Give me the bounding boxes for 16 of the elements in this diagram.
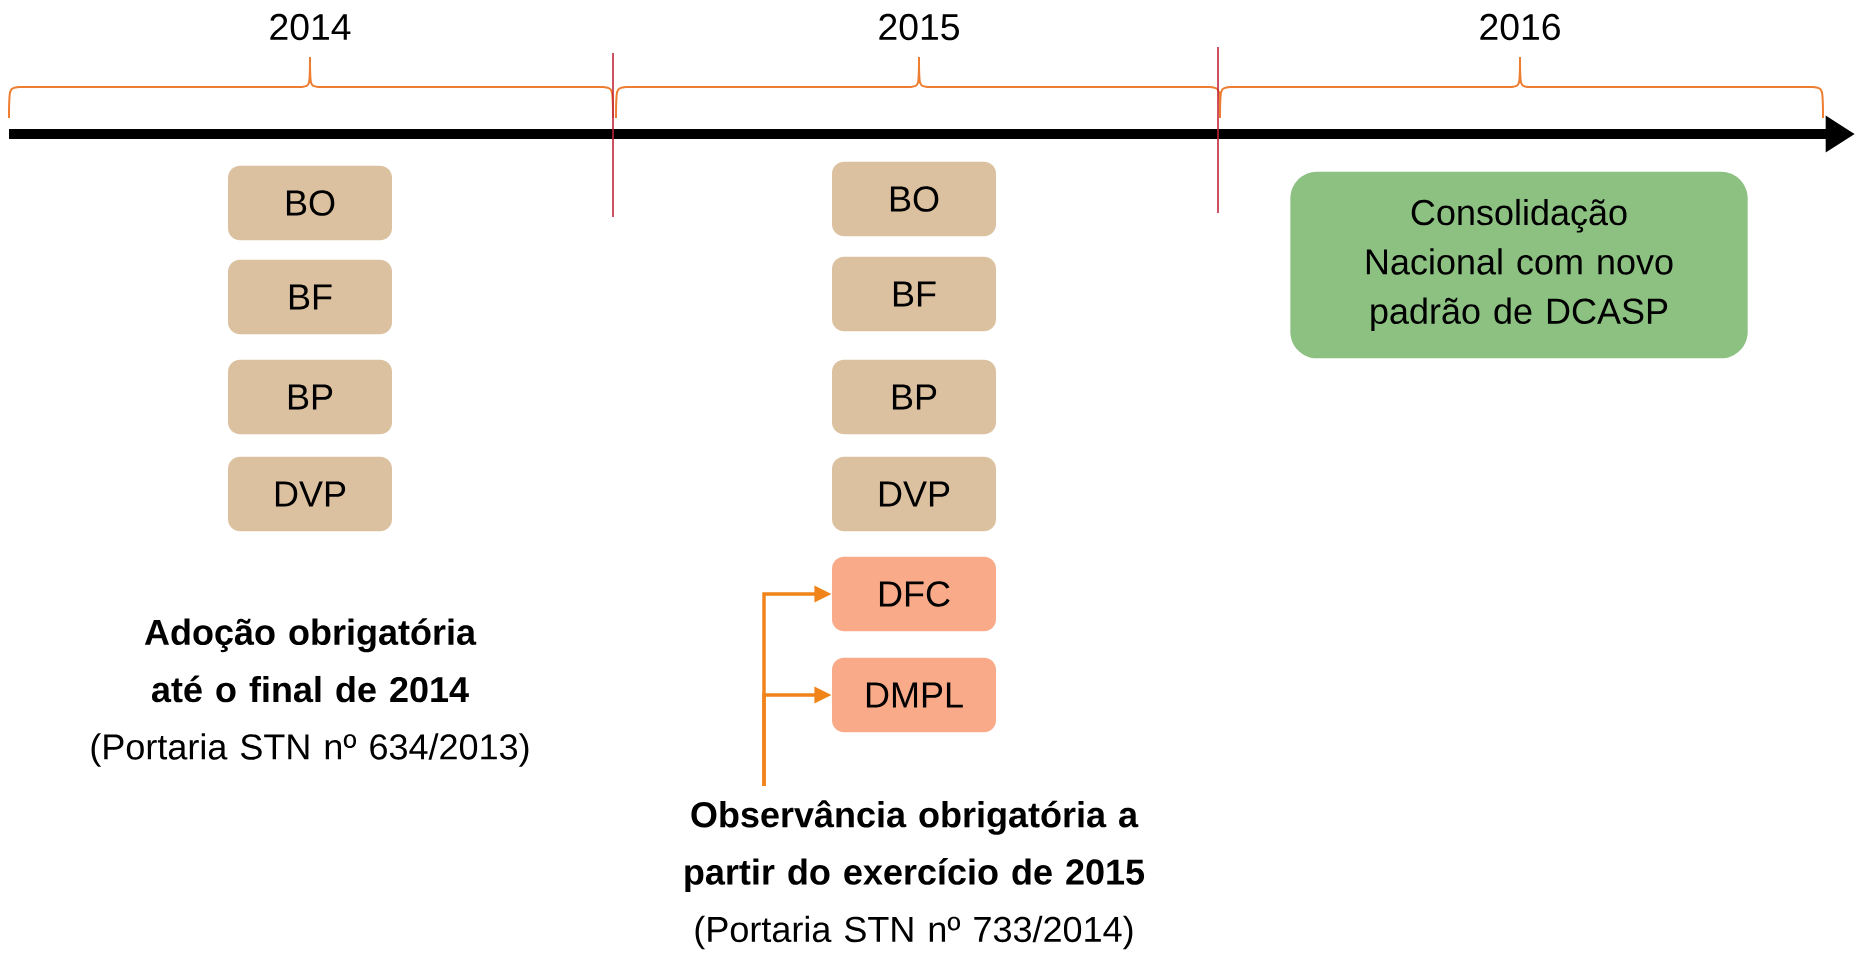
document-box: BO — [228, 165, 392, 241]
document-box: DVP — [228, 456, 392, 532]
document-box: BP — [832, 359, 996, 435]
year-label: 2015 — [879, 13, 959, 41]
document-box: BF — [832, 256, 996, 332]
note-text: Adoção obrigatória até o final de 2014 (Portaria STN nº 634/2013) — [91, 618, 529, 767]
document-box: DFC — [832, 556, 996, 632]
milestone-box: Consolidação Nacional com novo padrão de DCASP — [1290, 171, 1748, 359]
document-box: BO — [832, 161, 996, 237]
document-box: DMPL — [832, 657, 996, 733]
note-text: Observância obrigatória a partir do exercício de 2015 (Portaria STN nº 733/2014) — [685, 800, 1145, 950]
year-label: 2016 — [1480, 13, 1560, 41]
year-label: 2014 — [270, 13, 351, 41]
document-box: DVP — [832, 456, 996, 532]
document-box: BF — [228, 259, 392, 335]
document-box: BP — [228, 359, 392, 435]
